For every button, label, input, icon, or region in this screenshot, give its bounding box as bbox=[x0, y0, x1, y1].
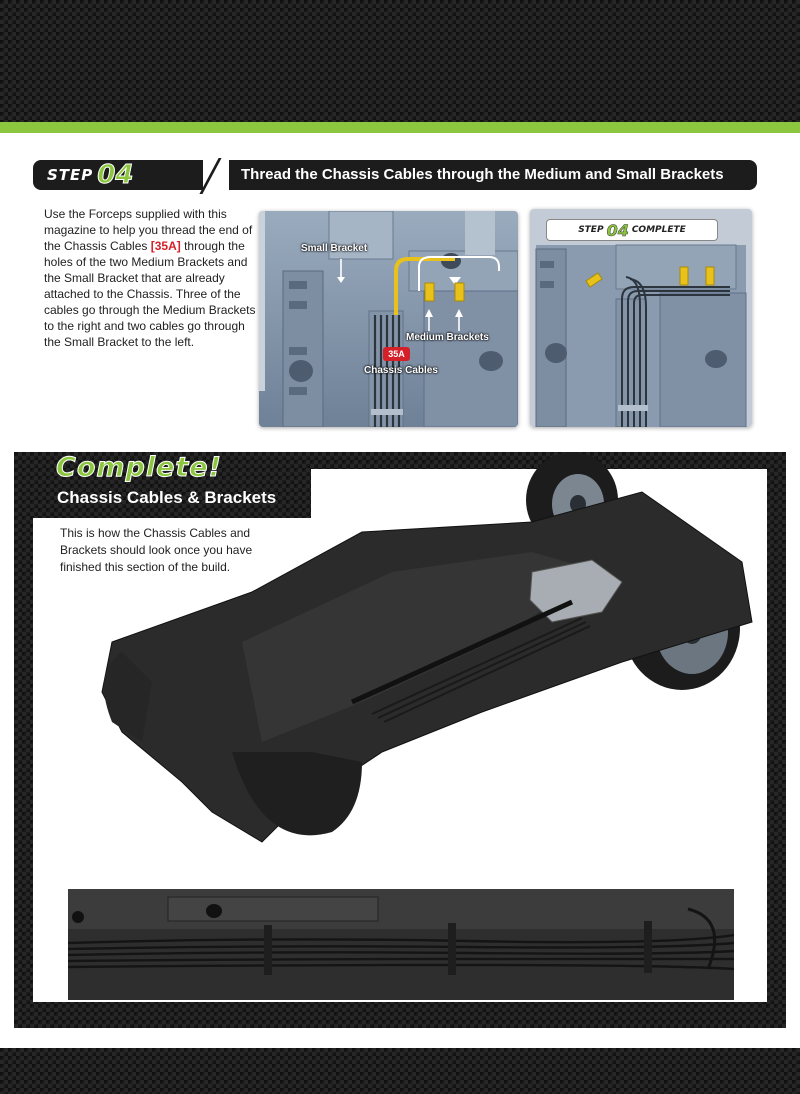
chassis-diagram-illustration bbox=[259, 211, 518, 427]
diagram-before: Small Bracket Medium Brackets 35A Chassi… bbox=[259, 211, 518, 427]
chassis-photo bbox=[101, 452, 753, 843]
chassis-complete-illustration bbox=[530, 209, 752, 427]
step-number: 04 bbox=[97, 160, 134, 190]
complete-subtitle: Chassis Cables & Brackets bbox=[57, 488, 277, 507]
diagram-after: STEP 04 COMPLETE bbox=[530, 209, 752, 427]
step-instructions: Use the Forceps supplied with this magaz… bbox=[44, 206, 256, 350]
complete-description: This is how the Chassis Cables and Brack… bbox=[60, 526, 253, 574]
complete-tag-complete-word: COMPLETE bbox=[631, 225, 686, 235]
bottom-carbon-banner bbox=[0, 1048, 800, 1094]
cable-closeup-illustration bbox=[68, 889, 734, 1000]
step-word: STEP bbox=[47, 166, 94, 184]
complete-tag-step-word: STEP bbox=[578, 225, 604, 235]
step-complete-tag: STEP 04 COMPLETE bbox=[546, 219, 718, 241]
small-bracket-label: Small Bracket bbox=[301, 243, 368, 254]
instructions-text-1: Use the Forceps supplied with this magaz… bbox=[44, 207, 253, 253]
medium-brackets-label: Medium Brackets bbox=[406, 332, 489, 343]
cable-closeup-photo bbox=[68, 889, 734, 1000]
complete-section: Complete! Chassis Cables & Brackets This… bbox=[14, 452, 786, 1028]
complete-tag-number: 04 bbox=[606, 220, 629, 240]
step-title: Thread the Chassis Cables through the Me… bbox=[229, 160, 757, 190]
chassis-cables-label: Chassis Cables bbox=[364, 365, 438, 376]
complete-title: Complete! bbox=[56, 452, 222, 484]
top-carbon-banner bbox=[0, 0, 800, 122]
top-green-stripe bbox=[0, 122, 800, 133]
instructions-text-2: through the holes of the two Medium Brac… bbox=[44, 239, 256, 349]
step-divider bbox=[203, 160, 227, 190]
part-reference-35a: [35A] bbox=[150, 239, 181, 253]
part-35a-badge: 35A bbox=[383, 347, 410, 361]
step-header: STEP 04 Thread the Chassis Cables throug… bbox=[33, 160, 757, 190]
step-badge: STEP 04 bbox=[33, 160, 205, 190]
